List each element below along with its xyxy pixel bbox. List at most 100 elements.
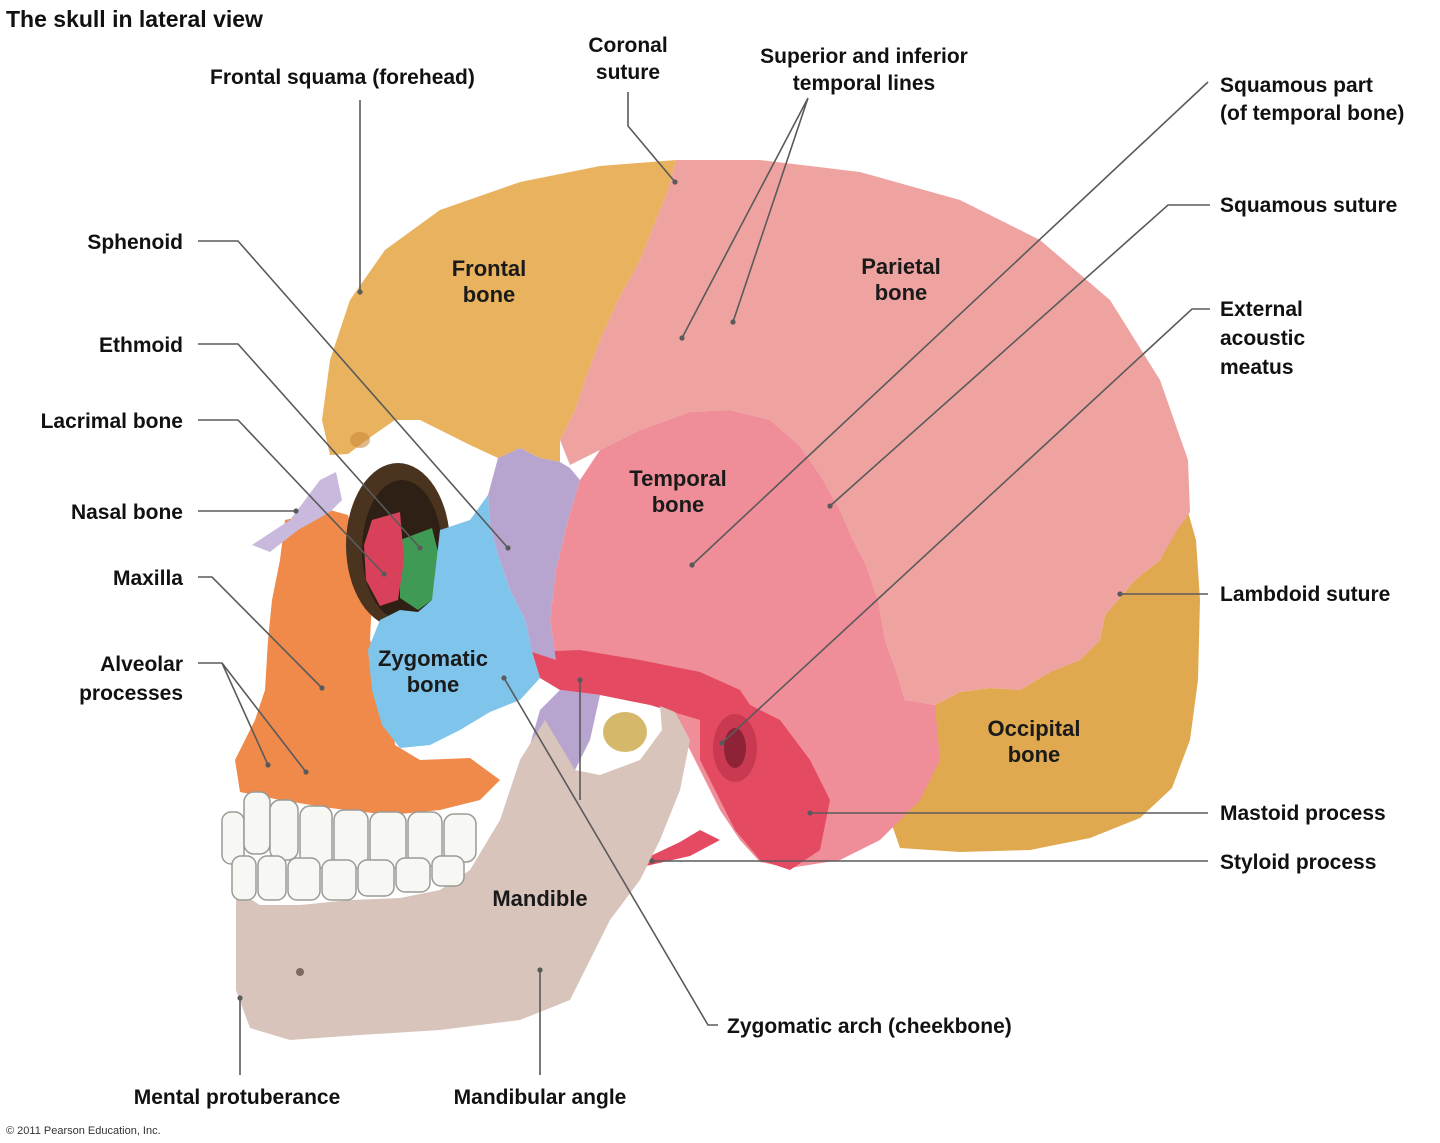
- leader-dot: [807, 810, 813, 816]
- temporal-bone-label-1: Temporal: [629, 466, 726, 491]
- callout-external-acoustic-meatus-2: acoustic: [1220, 327, 1306, 350]
- parietal-bone: [560, 160, 1190, 705]
- callout-zygomatic-arch: Zygomatic arch (cheekbone): [727, 1015, 1012, 1038]
- meatus-canal: [724, 728, 746, 768]
- callout-external-acoustic-meatus-1: External: [1220, 298, 1303, 321]
- leader-ethmoid: [198, 343, 421, 549]
- tooth-2: [243, 791, 271, 855]
- leader-dot: [1117, 591, 1123, 597]
- diagram-title: The skull in lateral view: [6, 6, 263, 32]
- callout-alveolar-processes-1: Alveolar: [100, 653, 183, 676]
- leader-dot: [265, 762, 271, 768]
- callout-maxilla: Maxilla: [113, 567, 183, 590]
- teeth: [221, 791, 477, 901]
- leader-dot: [319, 685, 325, 691]
- styloid-process: [642, 830, 720, 866]
- callout-temporal-lines-2: temporal lines: [793, 72, 935, 95]
- callout-mandibular-angle: Mandibular angle: [454, 1086, 627, 1109]
- zygomatic-bone-label-2: bone: [407, 672, 460, 697]
- callout-temporal-lines-1: Superior and inferior: [760, 45, 968, 68]
- callout-styloid-process: Styloid process: [1220, 851, 1376, 874]
- callout-squamous-suture: Squamous suture: [1220, 194, 1397, 217]
- tooth-12: [321, 859, 357, 901]
- mandible: [236, 706, 690, 1040]
- leader-dot: [827, 503, 833, 509]
- parietal-bone-label-1: Parietal: [861, 254, 941, 279]
- frontal-bone-label-2: bone: [463, 282, 516, 307]
- zygomatic-arch: [532, 650, 760, 740]
- leader-squamous-part: [691, 81, 1209, 566]
- callout-lacrimal-bone: Lacrimal bone: [41, 410, 183, 433]
- callout-labels: Frontal squama (forehead) Coronal suture…: [41, 34, 1405, 1109]
- leader-dot: [672, 179, 678, 185]
- leader-dot: [730, 319, 736, 325]
- skull-illustration: [221, 160, 1200, 1040]
- callout-squamous-part-2: (of temporal bone): [1220, 102, 1404, 125]
- lacrimal-bone: [364, 512, 404, 606]
- callout-ethmoid: Ethmoid: [99, 334, 183, 357]
- leader-dot: [577, 677, 583, 683]
- leader-coronal-suture: [627, 92, 676, 183]
- callout-nasal-bone: Nasal bone: [71, 501, 183, 524]
- maxilla: [235, 510, 500, 815]
- temporal-bone: [550, 410, 940, 868]
- zygomatic-bone-label-1: Zygomatic: [378, 646, 488, 671]
- sphenoid-bone: [488, 448, 580, 660]
- callout-alveolar-processes-2: processes: [79, 682, 183, 705]
- leader-alveolar-processes: [198, 662, 307, 773]
- occipital-bone-label-2: bone: [1008, 742, 1061, 767]
- tooth-8: [443, 813, 477, 863]
- brow-shading: [350, 432, 370, 448]
- leader-dot: [679, 335, 685, 341]
- leader-temporal-lines: [681, 97, 809, 339]
- callout-coronal-suture-1: Coronal: [588, 34, 667, 57]
- callout-mastoid-process: Mastoid process: [1220, 802, 1386, 825]
- ethmoid-bone: [400, 528, 440, 610]
- callout-squamous-part-1: Squamous part: [1220, 74, 1373, 97]
- leader-sphenoid: [198, 240, 509, 549]
- frontal-bone: [322, 160, 676, 462]
- leader-lacrimal-bone: [198, 419, 385, 575]
- leader-dot: [501, 675, 507, 681]
- callout-external-acoustic-meatus-3: meatus: [1220, 356, 1294, 379]
- callout-coronal-suture-2: suture: [596, 61, 660, 84]
- leader-dot: [293, 508, 299, 514]
- condyle-head: [603, 712, 647, 752]
- occipital-bone-label-1: Occipital: [988, 716, 1081, 741]
- leader-dot: [719, 740, 725, 746]
- temporal-bone-label-2: bone: [652, 492, 705, 517]
- leader-maxilla: [198, 576, 323, 689]
- leader-dot: [537, 967, 543, 973]
- occipital-bone: [880, 512, 1200, 852]
- leader-dot: [649, 858, 655, 864]
- tooth-10: [257, 855, 287, 901]
- tooth-9: [231, 855, 257, 901]
- leader-lines: [198, 81, 1210, 1075]
- tooth-13: [357, 859, 395, 897]
- tooth-3: [269, 799, 299, 861]
- leader-zygomatic-arch: [503, 677, 718, 1026]
- leader-dot: [689, 562, 695, 568]
- callout-mental-protuberance: Mental protuberance: [134, 1086, 341, 1109]
- callout-lambdoid-suture: Lambdoid suture: [1220, 583, 1390, 606]
- mandible-label: Mandible: [492, 886, 587, 911]
- bone-labels: Frontal bone Parietal bone Temporal bone…: [378, 254, 1080, 911]
- copyright-notice: © 2011 Pearson Education, Inc.: [6, 1125, 161, 1137]
- leader-squamous-suture: [829, 204, 1210, 507]
- frontal-bone-label-1: Frontal: [452, 256, 527, 281]
- mental-foramen: [296, 968, 304, 976]
- leader-dot: [381, 571, 387, 577]
- leader-external-acoustic-meatus: [721, 308, 1210, 744]
- leader-dot: [303, 769, 309, 775]
- tooth-11: [287, 857, 321, 901]
- leader-dot: [237, 995, 243, 1001]
- zygomatic-bone: [368, 495, 540, 748]
- leader-dot: [505, 545, 511, 551]
- callout-frontal-squama: Frontal squama (forehead): [210, 66, 475, 89]
- callout-sphenoid: Sphenoid: [87, 231, 183, 254]
- tooth-14: [395, 857, 431, 893]
- tooth-15: [431, 855, 465, 887]
- leader-dot: [357, 289, 363, 295]
